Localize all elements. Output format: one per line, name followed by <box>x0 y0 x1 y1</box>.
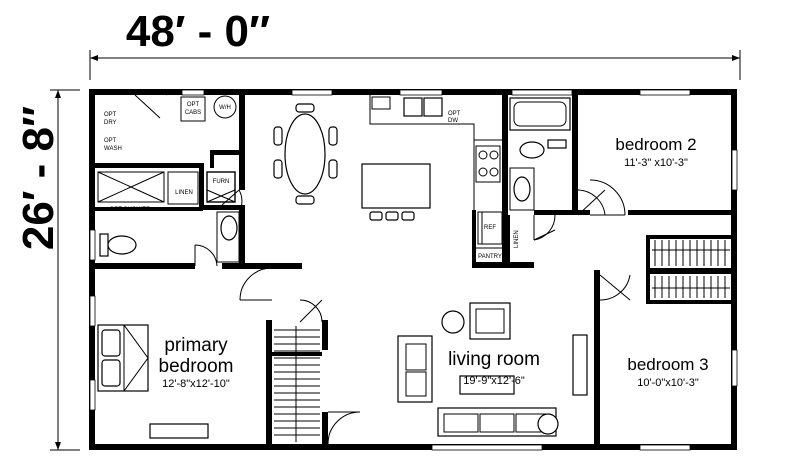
depth-dimension: 26′ - 8″ <box>14 89 80 451</box>
wh-label: W/H <box>219 105 231 111</box>
opt-wash-label: OPT <box>104 138 117 144</box>
kitchen-island-icon <box>361 163 431 209</box>
side-table-icon <box>441 310 465 334</box>
kitchen-sink-icon <box>403 97 423 117</box>
hall-bath: LINEN <box>509 97 571 248</box>
bathtub-icon <box>509 97 571 131</box>
bedroom-2-size: 11'-3" x10'-3" <box>624 157 688 169</box>
dining-table-icon <box>284 113 326 195</box>
furn-label: FURN <box>213 179 230 185</box>
closet-primary <box>272 326 322 442</box>
bedroom-2-name: bedroom 2 <box>615 135 696 154</box>
tv-console-icon <box>572 334 588 396</box>
closet-bed3 <box>652 276 730 298</box>
opt-dry-label-2: DRY <box>104 120 117 126</box>
width-dimension-label: 48′ - 0″ <box>126 7 270 56</box>
sink-2-icon <box>513 176 531 202</box>
dining-chairs <box>273 103 338 205</box>
utility-room: OPT CABS W/H OPT DRY OPT WASH OPT SHOWER… <box>97 95 240 263</box>
primary-bedroom-name-1: primary <box>164 335 228 356</box>
primary-bedroom-size: 12'-8"x12'-10" <box>162 378 230 390</box>
windows <box>89 89 738 451</box>
stove-icon <box>475 145 501 183</box>
interior-walls <box>95 95 731 444</box>
toilet-icon <box>107 235 137 255</box>
primary-bedroom-furniture <box>97 324 209 439</box>
coffee-table-icon <box>459 375 515 395</box>
furnace-icon <box>206 171 236 203</box>
island-stools <box>369 211 415 221</box>
water-heater-icon <box>213 95 237 119</box>
primary-bedroom-name-2: bedroom <box>159 356 234 377</box>
sofa-icon <box>397 335 433 403</box>
bedroom-3-size: 10'-0"x10'-3" <box>637 377 699 389</box>
opt-cabs-label-2: CABS <box>185 110 201 116</box>
opt-wash-label-2: WASH <box>104 146 122 152</box>
width-dimension: 48′ - 0″ <box>89 7 741 80</box>
opt-dw-label: OPT <box>448 111 461 117</box>
opt-dry-label: OPT <box>104 112 117 118</box>
living-room-size: 19'-9"x12'-6" <box>463 375 525 387</box>
kitchen-dining: OPT DW REF PANTRY <box>273 95 506 260</box>
depth-dimension-label: 26′ - 8″ <box>14 106 63 250</box>
shower-icon <box>97 171 165 203</box>
linen-bath-label: LINEN <box>514 230 520 248</box>
closet-bed2 <box>652 240 730 266</box>
closets <box>272 240 730 442</box>
toilet-2-icon <box>519 141 545 159</box>
sink-icon <box>220 215 238 241</box>
dresser-icon <box>149 423 209 439</box>
pantry-label: PANTRY <box>478 254 502 260</box>
linen-hall-label: LINEN <box>175 190 193 196</box>
opt-shower-label: OPT SHOWER <box>110 207 152 213</box>
opt-dw-label-2: DW <box>448 118 458 124</box>
living-room-furniture <box>397 302 588 437</box>
refrigerator-icon <box>477 211 503 245</box>
bedroom-3-name: bedroom 3 <box>627 355 708 374</box>
room-labels: bedroom 2 11'-3" x10'-3" bedroom 3 10'-0… <box>159 135 709 390</box>
living-room-name: living room <box>448 349 540 370</box>
ref-label: REF <box>484 225 496 231</box>
opt-cabs-label: OPT <box>187 102 200 108</box>
